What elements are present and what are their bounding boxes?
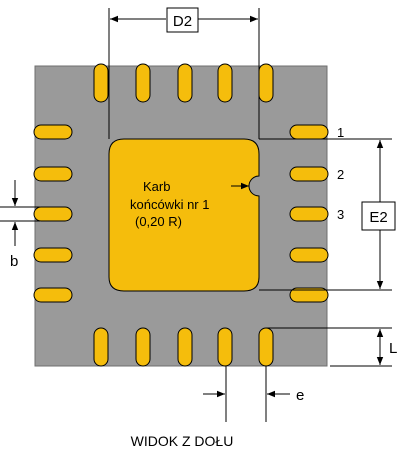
pin-number-2: 2 bbox=[337, 167, 344, 182]
notch-note-line1: Karb bbox=[143, 179, 170, 194]
right-pads bbox=[289, 124, 329, 303]
pad-right-2 bbox=[289, 166, 329, 182]
pad-right-5 bbox=[289, 287, 329, 303]
pad-right-3 bbox=[289, 206, 329, 222]
pad-bottom-2 bbox=[135, 327, 151, 367]
pad-right-4 bbox=[289, 247, 329, 263]
pad-left-4 bbox=[33, 247, 73, 263]
bottom-pads bbox=[93, 327, 274, 367]
pad-bottom-1 bbox=[93, 327, 109, 367]
pad-top-3 bbox=[177, 63, 193, 103]
pad-left-2 bbox=[33, 166, 73, 182]
pad-bottom-3 bbox=[177, 327, 193, 367]
l-label: L bbox=[389, 340, 397, 357]
left-pads bbox=[33, 124, 73, 303]
b-dimension: b bbox=[0, 180, 40, 270]
pad-left-1 bbox=[33, 124, 73, 140]
pad-top-2 bbox=[135, 63, 151, 103]
pad-bottom-4 bbox=[217, 327, 233, 367]
e-dimension: e bbox=[203, 366, 304, 422]
pad-top-4 bbox=[217, 63, 233, 103]
pad-left-5 bbox=[33, 287, 73, 303]
d2-dimension: D2 bbox=[108, 7, 260, 139]
pad-bottom-5 bbox=[258, 327, 274, 367]
exposed-thermal-pad bbox=[108, 138, 260, 292]
notch-note-line3: (0,20 R) bbox=[135, 214, 182, 229]
d2-label-box bbox=[166, 7, 199, 33]
d2-label: D2 bbox=[173, 13, 192, 30]
e-label: e bbox=[296, 387, 304, 404]
pad-top-1 bbox=[93, 63, 109, 103]
pin-number-1: 1 bbox=[337, 125, 344, 140]
pad-right-1 bbox=[289, 124, 329, 140]
e2-label: E2 bbox=[369, 209, 387, 226]
notch-note-line2: końcówki nr 1 bbox=[130, 197, 209, 212]
view-caption: WIDOK Z DOŁU bbox=[131, 433, 234, 449]
l-dimension: L bbox=[266, 327, 397, 367]
e2-label-box bbox=[361, 201, 396, 231]
top-pads bbox=[93, 63, 274, 103]
pad-left-3 bbox=[33, 206, 73, 222]
pad-top-5 bbox=[258, 63, 274, 103]
b-label: b bbox=[10, 253, 18, 270]
pin-number-3: 3 bbox=[337, 207, 344, 222]
notch-annotation: Karb końcówki nr 1 (0,20 R) bbox=[130, 179, 249, 229]
e2-dimension: E2 bbox=[259, 138, 396, 291]
